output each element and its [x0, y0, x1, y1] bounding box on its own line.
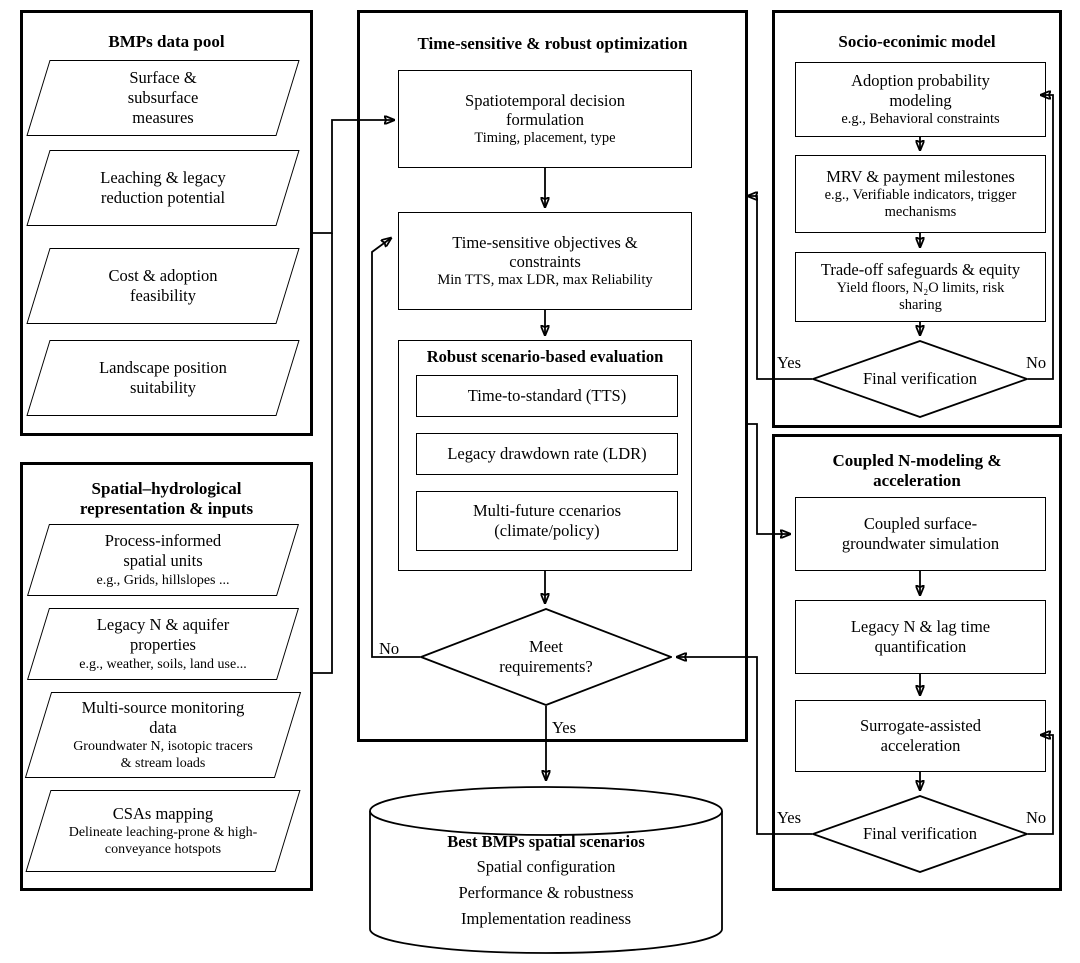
diamond-shape: [812, 340, 1028, 418]
output-title: Best BMPs spatial scenarios: [447, 831, 645, 851]
opt-subbox-multi-future: Multi-future ccenarios(climate/policy): [416, 491, 678, 551]
opt-decision-no-label: No: [379, 639, 400, 658]
socio-box1-title: MRV & payment milestones: [826, 166, 1015, 186]
output-line-2: Implementation readiness: [461, 908, 631, 928]
opt-box3-title: Robust scenario-based evaluation: [426, 347, 664, 366]
socio-box2-title: Trade-off safeguards & equity: [820, 259, 1021, 279]
socio-decision-yes-label: Yes: [777, 353, 802, 372]
socio-box-tradeoff-safeguards: Trade-off safeguards & equity Yield floo…: [795, 252, 1046, 322]
socio-box0-sub: e.g., Behavioral constraints: [841, 110, 1000, 127]
output-best-bmps-cylinder: Best BMPs spatial scenarios Spatial conf…: [368, 785, 724, 955]
socio-box-mrv-payment: MRV & payment milestones e.g., Verifiabl…: [795, 155, 1046, 233]
output-text-block: Best BMPs spatial scenarios Spatial conf…: [368, 819, 724, 941]
opt-subbox-tts: Time-to-standard (TTS): [416, 375, 678, 417]
coupled-decision-yes-label: Yes: [777, 808, 802, 827]
spatial-item-3-label: CSAs mapping Delineate leaching-prone & …: [38, 804, 288, 858]
coupled-decision-final-verification: Final verification: [812, 795, 1028, 873]
spatial-item-0-sub: e.g., Grids, hillslopes ...: [96, 572, 230, 588]
socio-decision-no-label: No: [1026, 353, 1047, 372]
spatial-item-3-title: CSAs mapping: [112, 803, 214, 823]
cylinder-shape: [368, 785, 724, 955]
panel-socio-title: Socio-econimic model: [838, 32, 996, 51]
opt-decision-yes-label: Yes: [552, 718, 577, 737]
opt-box2-sub: Min TTS, max LDR, max Reliability: [437, 272, 653, 289]
spatial-item-1-sub: e.g., weather, soils, land use...: [79, 656, 247, 672]
diamond-shape: [420, 608, 672, 706]
coupled-box0-title: Coupled surface-groundwater simulation: [841, 514, 1000, 553]
panel-coupled-title: Coupled N-modeling &acceleration: [832, 451, 1002, 491]
coupled-decision-label: Final verification: [862, 824, 978, 844]
panel-bmps-title: BMPs data pool: [108, 32, 225, 51]
panel-optimization-title: Time-sensitive & robust optimization: [417, 34, 688, 53]
spatial-item-3: CSAs mapping Delineate leaching-prone & …: [25, 790, 301, 872]
opt-subbox-ldr: Legacy drawdown rate (LDR): [416, 433, 678, 475]
opt-subbox-multi-future-label: Multi-future ccenarios(climate/policy): [473, 501, 621, 540]
output-line-0: Spatial configuration: [476, 857, 616, 877]
spatial-item-2-sub: Groundwater N, isotopic tracers& stream …: [73, 739, 253, 772]
opt-box2-title: Time-sensitive objectives &constraints: [452, 232, 638, 272]
socio-decision-label: Final verification: [862, 369, 978, 389]
conn-spatial-to-bus: [313, 233, 333, 674]
coupled-box-surface-groundwater: Coupled surface-groundwater simulation: [795, 497, 1046, 571]
socio-decision-final-verification: Final verification: [812, 340, 1028, 418]
diamond-shape: [812, 795, 1028, 873]
opt-subbox-ldr-label: Legacy drawdown rate (LDR): [447, 444, 647, 464]
opt-subbox-tts-label: Time-to-standard (TTS): [467, 386, 627, 406]
opt-box-objectives-constraints: Time-sensitive objectives &constraints M…: [398, 212, 692, 310]
opt-box1-sub: Timing, placement, type: [474, 130, 616, 147]
coupled-decision-no-label: No: [1026, 808, 1047, 827]
spatial-item-3-sub: Delineate leaching-prone & high-conveyan…: [68, 824, 258, 858]
output-line-1: Performance & robustness: [458, 883, 634, 902]
